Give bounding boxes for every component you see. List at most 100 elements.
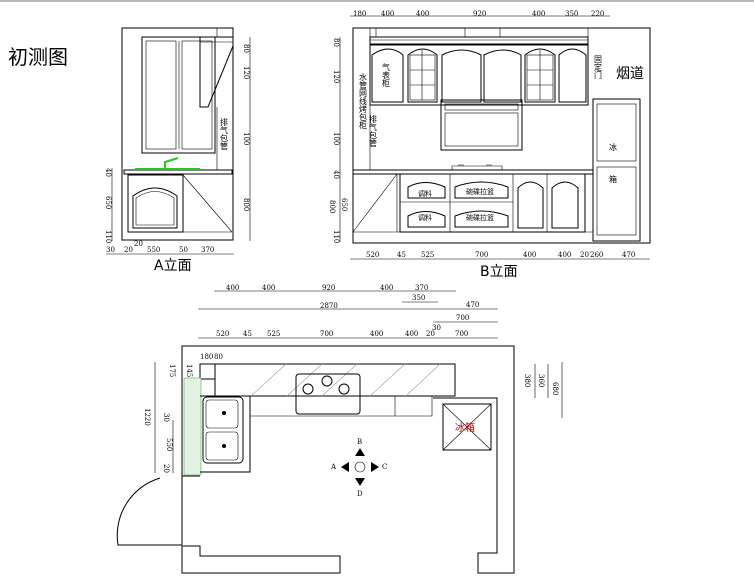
dimension-label: 冰箱 bbox=[455, 421, 475, 434]
dimension-label: 380 bbox=[523, 374, 531, 387]
dimension-label: 1220 bbox=[143, 408, 151, 426]
dim: 550 bbox=[147, 246, 160, 254]
dimension-label: 175 bbox=[168, 364, 176, 377]
dim: 100 bbox=[242, 132, 250, 145]
dimension-label: 220 bbox=[591, 10, 604, 18]
countertop-b bbox=[352, 169, 594, 175]
dimension-label: 145 bbox=[185, 364, 193, 377]
dim: 40 bbox=[104, 168, 112, 177]
dimension-label: 20 bbox=[426, 330, 435, 338]
fridge-label-bottom: 箱 bbox=[609, 174, 617, 184]
dimension-label: 180 bbox=[353, 10, 366, 18]
drawer-label: 调料 bbox=[418, 213, 432, 222]
dimension-label: 680 bbox=[551, 382, 559, 395]
dim: 20 bbox=[134, 240, 143, 248]
flue-label: 烟道 bbox=[616, 66, 644, 82]
plan-dims-left: 145 175 1220 30 550 20 bbox=[143, 362, 193, 473]
drawer-label: 碗碟拉篮 bbox=[466, 213, 494, 222]
dimension-label: 920 bbox=[322, 284, 335, 292]
compass-icon: B A C D bbox=[330, 438, 387, 498]
dimension-label: 400 bbox=[226, 284, 239, 292]
dim: 30 bbox=[106, 246, 115, 254]
dimension-label: 525 bbox=[267, 330, 280, 338]
dimension-label: 20 bbox=[580, 251, 589, 259]
crown-molding bbox=[369, 36, 589, 45]
dimension-label: A bbox=[330, 463, 337, 471]
dimension-label: 120 bbox=[332, 70, 340, 83]
dimension-label: 470 bbox=[466, 301, 479, 309]
fridge-b: 冰 箱 bbox=[592, 98, 641, 242]
dimension-label: 400 bbox=[262, 284, 275, 292]
dimension-label: 400 bbox=[381, 10, 394, 18]
pipe-label-a: 排气包管 bbox=[220, 117, 229, 151]
faucet bbox=[135, 157, 200, 170]
dimension-label: 920 bbox=[473, 10, 486, 18]
fridge-label-top: 冰 bbox=[609, 142, 617, 152]
dimension-label: 400 bbox=[416, 10, 429, 18]
dimension-label: 400 bbox=[532, 10, 545, 18]
dimension-label: 700 bbox=[320, 330, 333, 338]
cooktop bbox=[451, 164, 503, 170]
dimension-label: 45 bbox=[243, 330, 252, 338]
sink bbox=[202, 396, 244, 464]
elevation-b-label: B立面 bbox=[480, 264, 518, 280]
plan-dims-top: 400 400 920 400 370 350 2870 470 700 520… bbox=[198, 284, 498, 361]
dimension-label: 30 bbox=[432, 324, 441, 332]
range-hood bbox=[199, 36, 234, 108]
elevation-b: 气表柜 水管网线烤包柜 排气包管 固定门 烟道 调料 碗碟拉篮 调料 碗碟拉篮 bbox=[328, 10, 651, 280]
dim: 110 bbox=[104, 230, 112, 243]
fixed-door-label: 固定门 bbox=[594, 55, 603, 80]
dimension-label: C bbox=[382, 463, 387, 471]
dimension-label: 40 bbox=[332, 170, 340, 179]
dims-left-b: 80 120 100 40 650 800 110 bbox=[328, 38, 348, 243]
window-top-border bbox=[0, 0, 754, 2]
plan-dims-right: 380 360 680 bbox=[523, 362, 563, 418]
dimension-label: 400 bbox=[558, 251, 571, 259]
fridge-plan: 冰箱 bbox=[442, 403, 492, 451]
dimension-label: 520 bbox=[216, 330, 229, 338]
dimension-label: 370 bbox=[415, 284, 428, 292]
dim: 120 bbox=[242, 66, 250, 79]
dim: 80 bbox=[242, 44, 250, 53]
dim: 650 bbox=[104, 196, 112, 209]
upper-cabinets: 气表柜 bbox=[369, 44, 589, 106]
dimension-label: 470 bbox=[622, 251, 635, 259]
dimension-label: 80 bbox=[214, 353, 223, 361]
cooktop-plan bbox=[295, 373, 361, 415]
dimension-label: 800 bbox=[328, 200, 336, 213]
dimension-label: 45 bbox=[397, 251, 406, 259]
dimension-label: 180 bbox=[200, 353, 213, 361]
floor-plan: 冰箱 B A C D 400 400 920 400 370 350 2870 … bbox=[116, 284, 563, 574]
drawing-title: 初测图 bbox=[8, 45, 68, 69]
range-hood-b bbox=[440, 99, 523, 151]
dimension-label: 80 bbox=[332, 38, 340, 47]
dimension-label: 350 bbox=[565, 10, 578, 18]
dimension-label: 400 bbox=[370, 330, 383, 338]
dimension-label: 260 bbox=[590, 251, 603, 259]
utility-cabinet-label: 水管网线烤包柜 bbox=[359, 72, 368, 130]
dim: 370 bbox=[201, 246, 214, 254]
dimension-label: 110 bbox=[332, 230, 340, 243]
dimension-label: 650 bbox=[340, 198, 348, 211]
base-cabinets: 调料 碗碟拉篮 调料 碗碟拉篮 bbox=[399, 173, 586, 233]
pipe-label-b: 排气包管 bbox=[369, 114, 378, 148]
dimension-label: 400 bbox=[405, 330, 418, 338]
dim: 800 bbox=[242, 198, 250, 211]
dimension-label: 20 bbox=[162, 464, 170, 473]
dimension-label: 520 bbox=[366, 251, 379, 259]
dimension-label: 700 bbox=[456, 314, 469, 322]
dim: 20 bbox=[124, 246, 133, 254]
dimension-label: 700 bbox=[475, 251, 488, 259]
sink-cabinet bbox=[127, 174, 184, 233]
drawer-label: 碗碟拉篮 bbox=[466, 187, 494, 196]
dimension-label: 360 bbox=[537, 374, 545, 387]
dimension-label: D bbox=[357, 490, 363, 498]
dimension-label: 400 bbox=[380, 284, 393, 292]
elevation-a: 排气包管 80 120 100 800 40 650 110 30 20 20 … bbox=[104, 27, 251, 274]
dimension-label: 550 bbox=[165, 438, 173, 451]
elevation-a-label: A立面 bbox=[154, 258, 192, 274]
dimension-label: 400 bbox=[523, 251, 536, 259]
dimension-label: 30 bbox=[162, 413, 170, 422]
walls bbox=[181, 345, 515, 574]
